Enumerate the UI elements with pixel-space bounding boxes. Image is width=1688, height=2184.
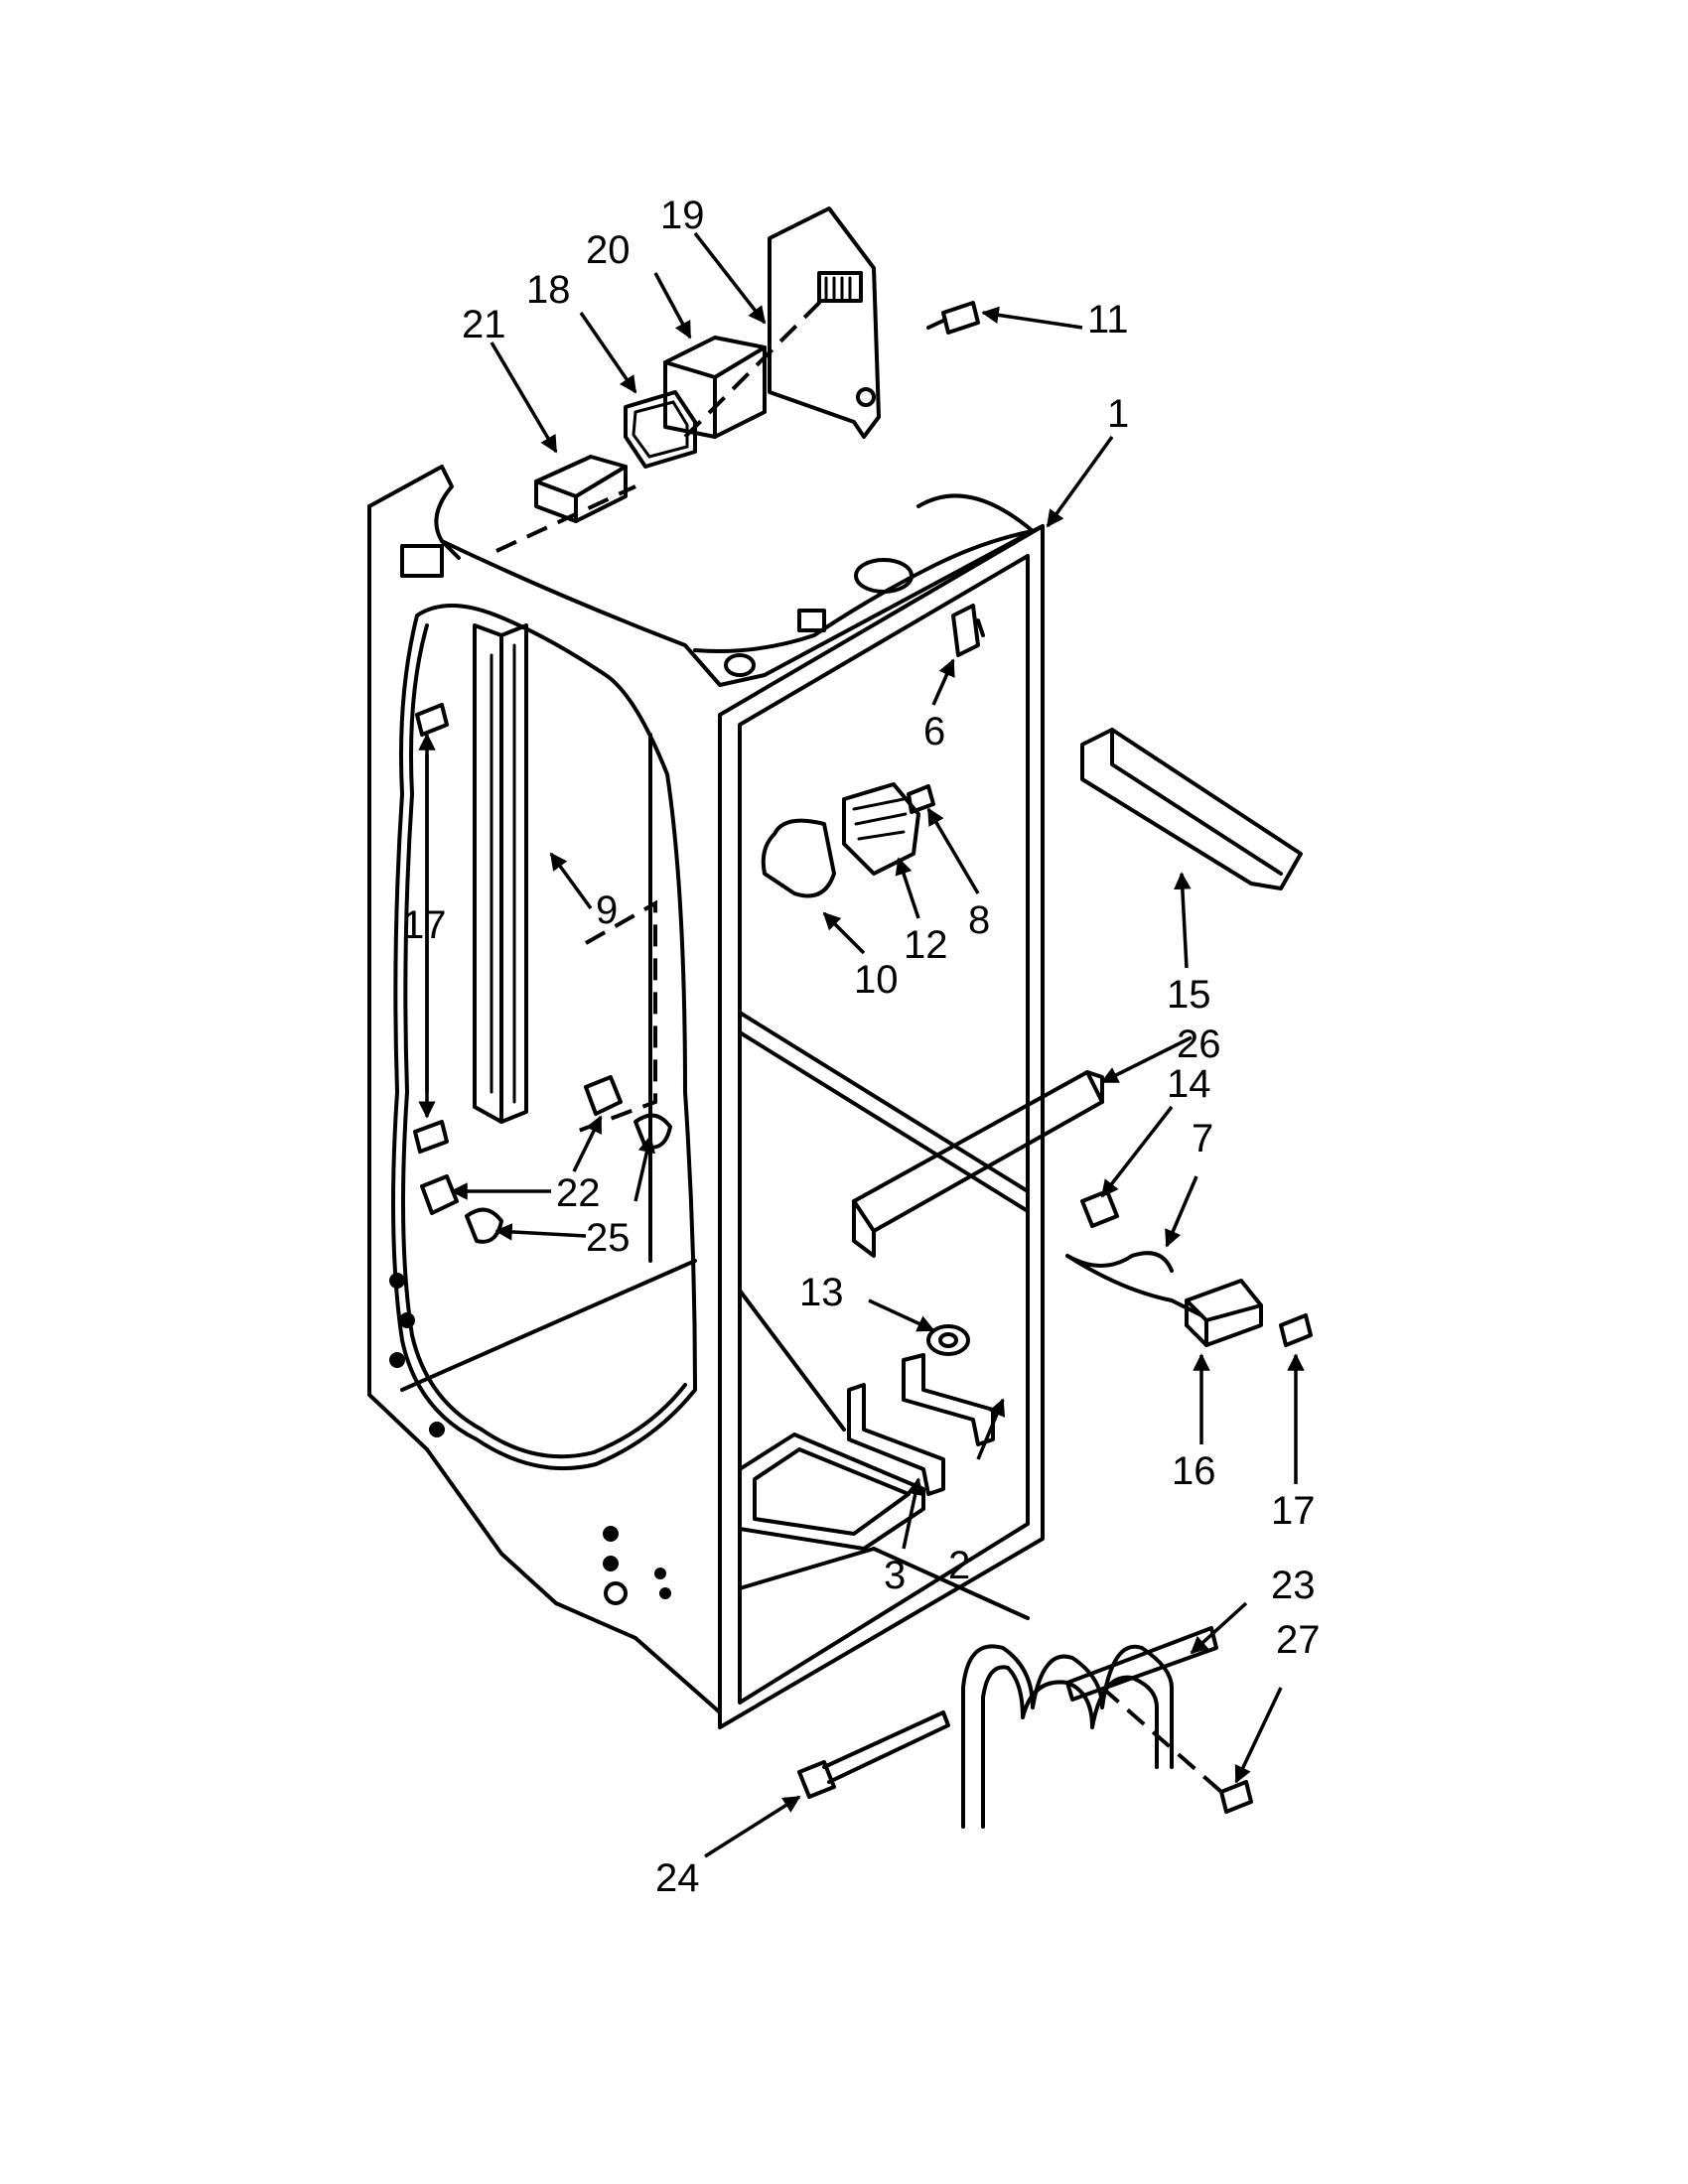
callout-8: 8 xyxy=(968,898,990,942)
tie-strap-24 xyxy=(797,1710,950,1799)
callout-16: 16 xyxy=(1172,1449,1216,1493)
shelf-ladder xyxy=(473,623,528,1124)
callout-10: 10 xyxy=(854,958,899,1002)
screw-17-right xyxy=(1279,1313,1313,1347)
vent-grille-12 xyxy=(842,782,920,876)
switch-16 xyxy=(1185,1279,1263,1347)
callout-23: 23 xyxy=(1271,1564,1316,1607)
callout-27: 27 xyxy=(1276,1618,1321,1662)
bracket-3 xyxy=(847,1383,945,1496)
lamp-bulb-25a xyxy=(633,1113,672,1150)
defrost-heater-23 xyxy=(961,1626,1218,1829)
callout-1: 1 xyxy=(1107,392,1129,436)
clip-6 xyxy=(951,604,985,657)
cabinet-liner xyxy=(367,465,1045,1729)
lamp-socket-22b xyxy=(420,1174,459,1215)
wire-7 xyxy=(1065,1251,1203,1317)
lamp-bulb-25b xyxy=(465,1207,503,1244)
callout-17-left: 17 xyxy=(402,903,447,947)
callout-15: 15 xyxy=(1167,973,1211,1017)
bracket-2 xyxy=(902,1353,995,1446)
callout-25: 25 xyxy=(586,1216,631,1260)
callout-24: 24 xyxy=(655,1856,700,1900)
grommet-13 xyxy=(926,1324,970,1356)
callout-9: 9 xyxy=(596,888,618,932)
screw-27 xyxy=(1219,1780,1253,1814)
clip-14 xyxy=(1080,1189,1119,1228)
callout-17-right: 17 xyxy=(1271,1489,1316,1533)
callout-2: 2 xyxy=(948,1544,970,1587)
ledge-15 xyxy=(1080,728,1303,890)
callout-7: 7 xyxy=(1192,1117,1213,1160)
lamp-socket-22a xyxy=(584,1075,623,1116)
callout-3: 3 xyxy=(884,1554,906,1597)
callout-26: 26 xyxy=(1177,1023,1221,1066)
callout-21: 21 xyxy=(462,303,506,346)
control-knob-10 xyxy=(761,818,836,898)
leader-lines xyxy=(418,231,1305,1858)
control-housing xyxy=(768,206,881,439)
screw-17-upper xyxy=(415,703,449,737)
callout-6: 6 xyxy=(923,710,945,753)
callout-18: 18 xyxy=(526,268,571,312)
callout-labels: 1 2 3 6 7 8 9 10 11 12 13 14 15 16 17 17… xyxy=(402,194,1321,1900)
mullion-26 xyxy=(852,1070,1104,1258)
gasket-ring xyxy=(624,390,697,469)
screw-11 xyxy=(926,301,980,335)
callout-14: 14 xyxy=(1167,1062,1211,1106)
screw-8 xyxy=(907,784,935,814)
callout-22: 22 xyxy=(556,1171,601,1215)
callout-12: 12 xyxy=(904,923,948,967)
screw-17-lower xyxy=(413,1120,449,1154)
callout-20: 20 xyxy=(586,228,631,272)
control-box xyxy=(663,336,767,439)
callout-13: 13 xyxy=(799,1271,844,1314)
callout-19: 19 xyxy=(660,194,705,237)
callout-11: 11 xyxy=(1087,298,1129,341)
light-switch xyxy=(534,455,628,523)
